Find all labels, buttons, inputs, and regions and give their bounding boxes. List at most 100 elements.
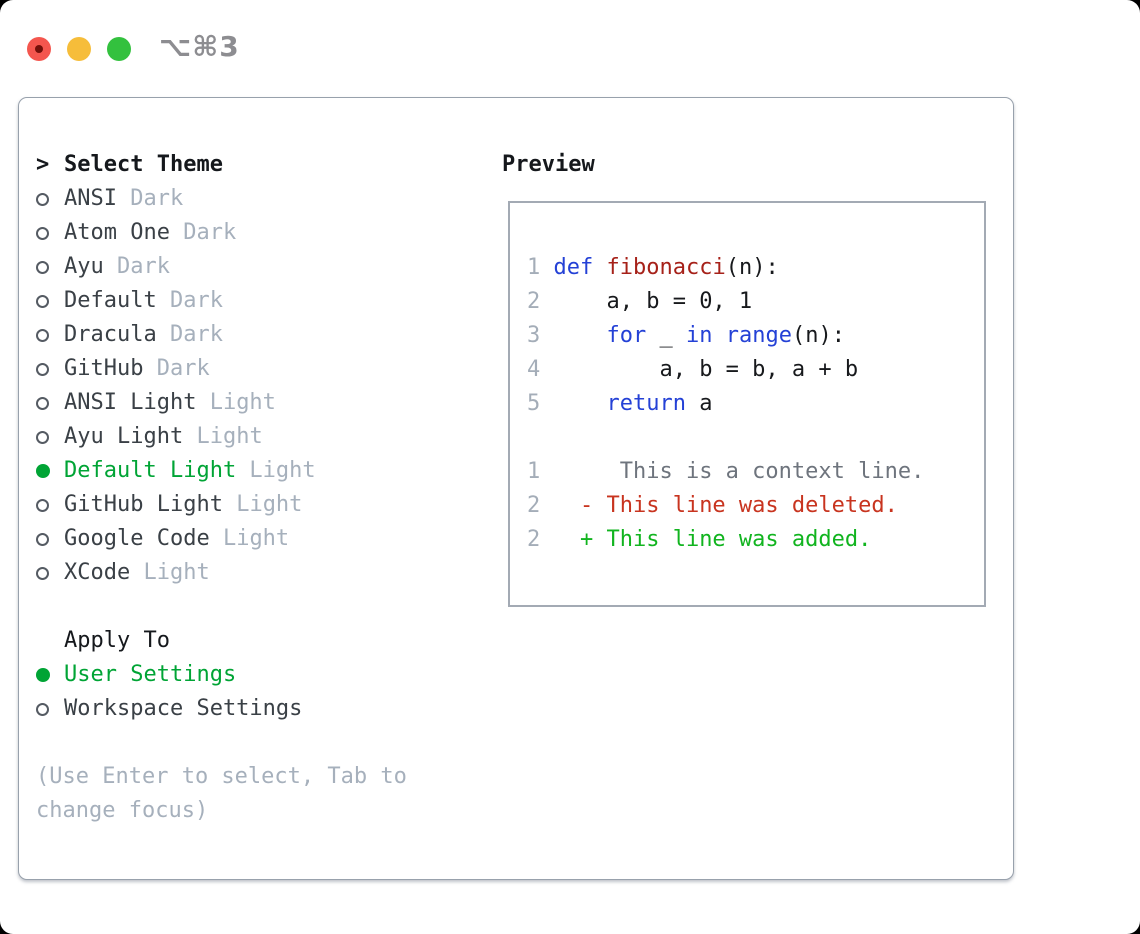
theme-option[interactable]: GitHub Light Light (36, 488, 502, 522)
option-label: ANSI (64, 186, 117, 211)
radio-unselected-icon (36, 532, 49, 546)
option-label: User Settings (64, 662, 237, 687)
code-token-keyword: def (553, 255, 594, 280)
code-token-added: + This line was added. (540, 527, 872, 552)
theme-option[interactable]: Google Code Light (36, 522, 502, 556)
theme-option[interactable]: XCode Light (36, 556, 502, 590)
code-line (527, 421, 974, 455)
radio-container (36, 396, 64, 410)
option-variant-tag: Light (196, 390, 276, 415)
option-label: Ayu (64, 254, 104, 279)
option-variant-tag: Dark (169, 220, 237, 245)
radio-selected-icon (36, 464, 50, 478)
code-token-plain (540, 391, 606, 416)
code-token-keyword: return (606, 391, 686, 416)
line-number: 2 (527, 493, 541, 518)
code-token-keyword: range (725, 323, 792, 348)
maximize-button[interactable] (107, 36, 131, 61)
radio-selected-icon (36, 668, 50, 682)
code-token-keyword: for (606, 323, 647, 348)
code-token-plain (540, 255, 553, 280)
radio-unselected-icon (36, 702, 49, 716)
preview-column: Preview 1 def fibonacci(n):2 a, b = 0, 1… (502, 148, 1013, 879)
theme-option[interactable]: Atom One Dark (36, 216, 502, 250)
code-token-keyword: in (685, 323, 713, 348)
apply-to-option[interactable]: User Settings (36, 658, 502, 692)
code-token-plain (540, 323, 606, 348)
radio-unselected-icon (36, 498, 49, 512)
preview-title: Preview (502, 152, 595, 177)
code-token-plain: (n): (791, 323, 845, 348)
titlebar: ⌥⌘3 (0, 0, 1140, 97)
radio-container (36, 226, 64, 240)
spacer (36, 590, 502, 624)
theme-option[interactable]: Ayu Dark (36, 250, 502, 284)
option-variant-tag: Light (236, 458, 316, 483)
theme-option[interactable]: Default Light Light (36, 454, 502, 488)
apply-to-header: Apply To (36, 624, 502, 658)
select-theme-header: > Select Theme (36, 148, 502, 182)
close-dot-icon (35, 44, 43, 53)
prompt-caret-icon: > (36, 152, 50, 177)
line-number: 5 (527, 391, 541, 416)
theme-option[interactable]: Dracula Dark (36, 318, 502, 352)
radio-unselected-icon (36, 260, 49, 274)
code-line: 1 This is a context line. (527, 455, 974, 489)
option-label: ANSI Light (64, 390, 197, 415)
option-label: Default Light (64, 458, 237, 483)
code-token-plain: _ (646, 323, 686, 348)
option-label: Dracula (64, 322, 157, 347)
hint-line: (Use Enter to select, Tab to (36, 764, 407, 789)
radio-unselected-icon (36, 396, 49, 410)
radio-container (36, 294, 64, 308)
option-variant-tag: Dark (103, 254, 170, 279)
option-label: GitHub (64, 356, 144, 381)
option-variant-tag: Light (209, 526, 290, 551)
theme-option[interactable]: Default Dark (36, 284, 502, 318)
radio-unselected-icon (36, 328, 49, 342)
radio-unselected-icon (36, 192, 49, 206)
code-token-plain (593, 255, 606, 280)
preview-header: Preview (502, 148, 1013, 182)
radio-unselected-icon (36, 566, 49, 580)
line-number: 2 (527, 527, 541, 552)
code-token-deleted: - This line was deleted. (540, 493, 898, 518)
radio-container (36, 532, 64, 546)
window-title-shortcut: ⌥⌘3 (159, 30, 240, 63)
apply-to-title: Apply To (64, 628, 170, 653)
code-token-plain: a, b = b, a + b (540, 357, 859, 382)
radio-unselected-icon (36, 294, 49, 308)
radio-container (36, 464, 64, 478)
code-token-function: fibonacci (606, 255, 726, 280)
theme-option[interactable]: ANSI Light Light (36, 386, 502, 420)
radio-unselected-icon (36, 362, 49, 376)
option-label: Atom One (64, 220, 170, 245)
apply-to-option[interactable]: Workspace Settings (36, 692, 502, 726)
line-number: 1 (527, 459, 541, 484)
minimize-button[interactable] (67, 36, 91, 61)
theme-option[interactable]: Ayu Light Light (36, 420, 502, 454)
close-button[interactable] (27, 36, 51, 61)
code-line: 1 def fibonacci(n): (527, 251, 974, 285)
radio-unselected-icon (36, 430, 49, 444)
option-label: GitHub Light (64, 492, 223, 517)
option-variant-tag: Light (183, 424, 263, 449)
option-label: Default (64, 288, 157, 313)
option-variant-tag: Light (222, 492, 303, 517)
line-number: 3 (527, 323, 541, 348)
code-line: 5 return a (527, 387, 974, 421)
option-variant-tag: Dark (116, 186, 184, 211)
option-variant-tag: Dark (143, 356, 210, 381)
option-variant-tag: Dark (156, 288, 223, 313)
radio-container (36, 328, 64, 342)
theme-option[interactable]: GitHub Dark (36, 352, 502, 386)
theme-option[interactable]: ANSI Dark (36, 182, 502, 216)
option-label: XCode (64, 560, 131, 585)
